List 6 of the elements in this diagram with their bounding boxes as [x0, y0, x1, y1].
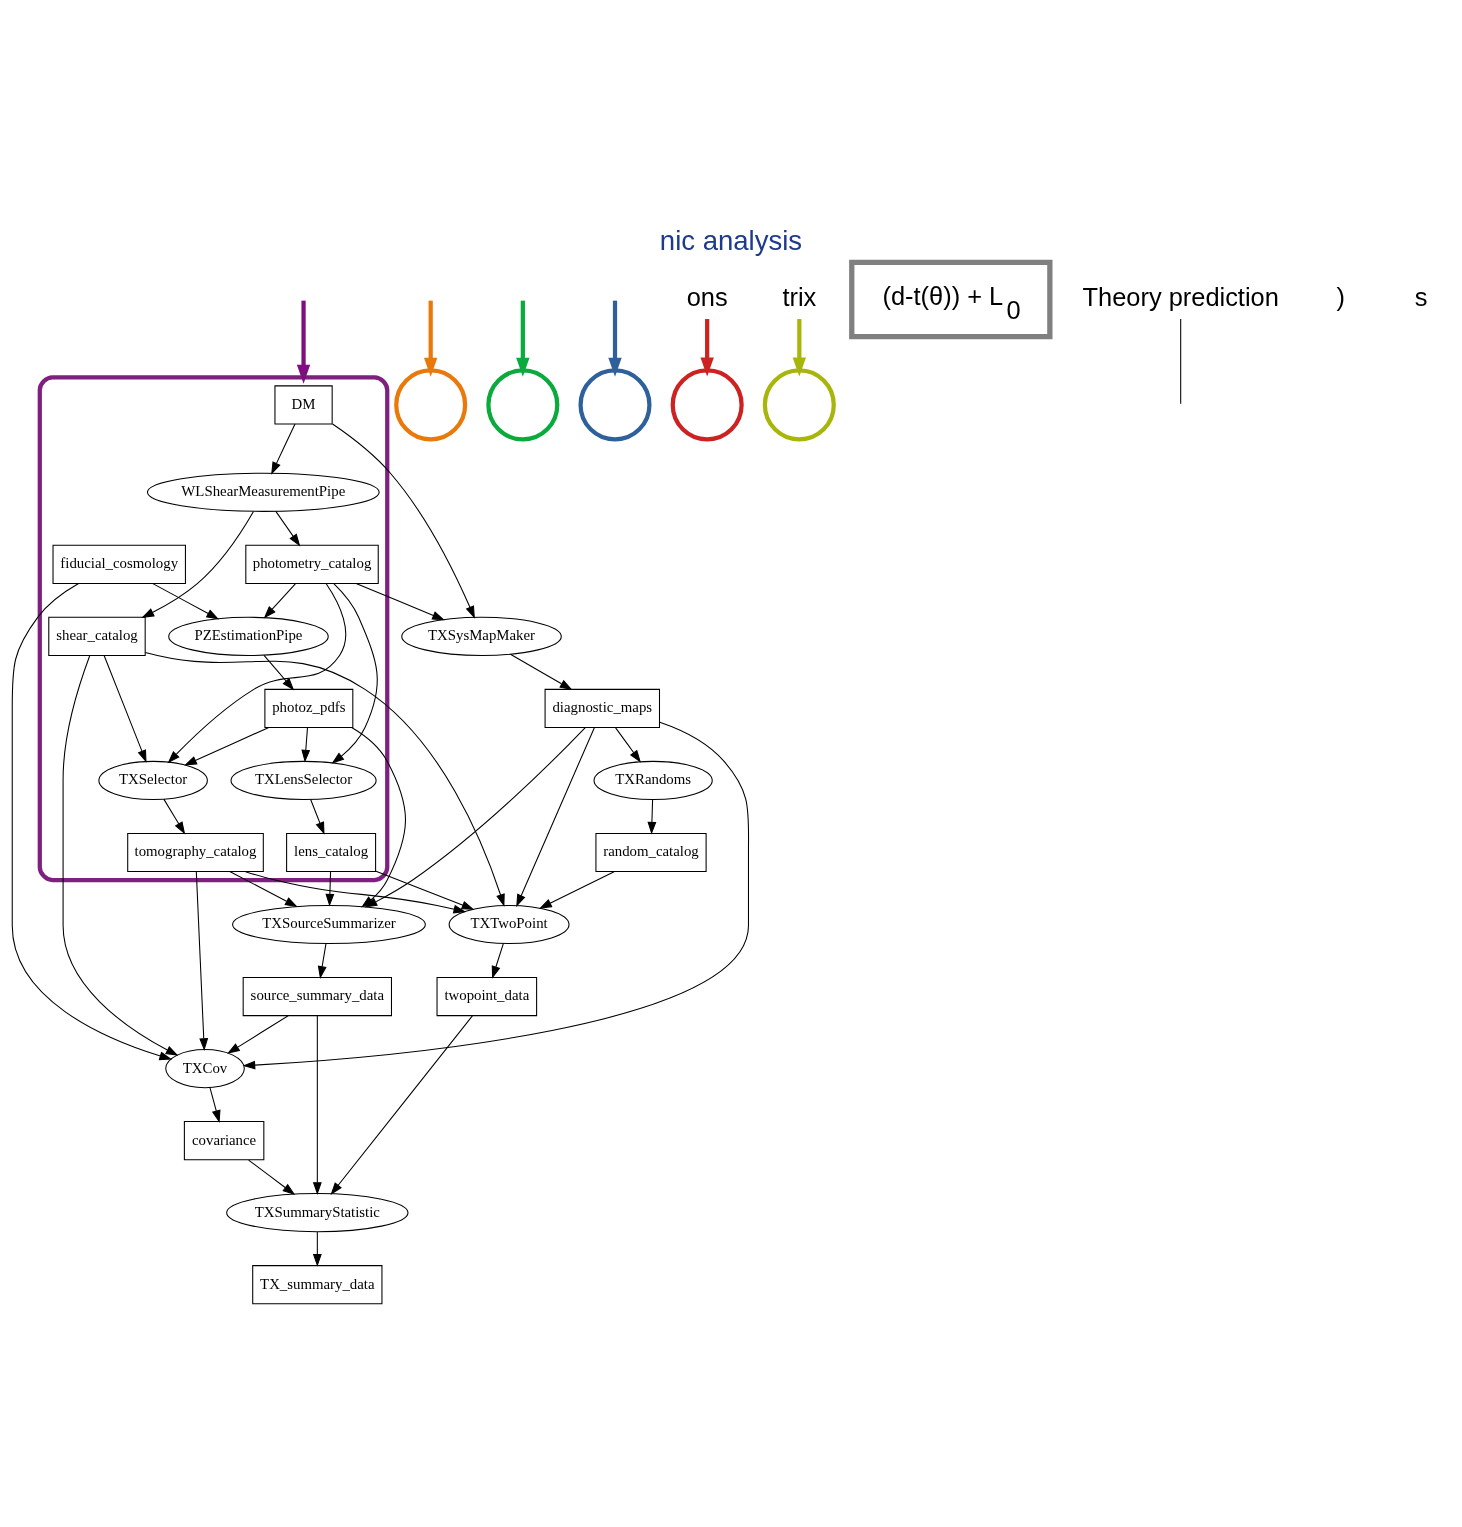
node-text: trix	[782, 283, 817, 312]
node-text: Theory prediction	[1082, 283, 1279, 312]
node-text: ons	[686, 283, 728, 312]
label: )	[1336, 283, 1345, 312]
diagram-title: nic analysis	[659, 224, 803, 256]
label: s	[1414, 283, 1428, 312]
